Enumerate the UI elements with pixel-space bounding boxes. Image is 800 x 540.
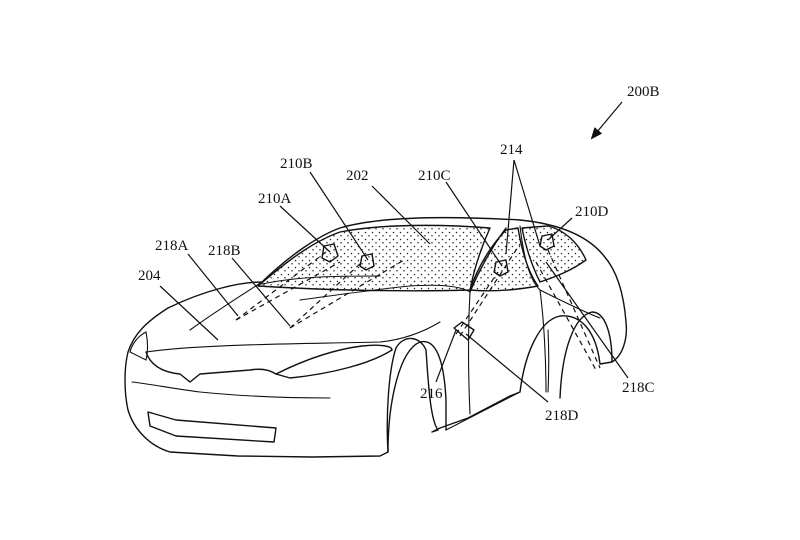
label-216: 216 bbox=[420, 386, 443, 402]
fov-218a-line-1 bbox=[235, 251, 327, 321]
sensor-210a-icon bbox=[321, 243, 339, 263]
leader-218c bbox=[545, 261, 629, 379]
front-door-line bbox=[467, 291, 471, 415]
leader-216 bbox=[435, 329, 457, 383]
leader-202 bbox=[371, 185, 431, 245]
label-218a: 218A bbox=[155, 238, 189, 254]
sensor-210c-icon bbox=[493, 259, 509, 277]
front-wheel-arch bbox=[387, 340, 447, 453]
field-of-view-lines bbox=[235, 243, 601, 371]
fov-218c-line-2 bbox=[535, 261, 597, 371]
left-headlight bbox=[129, 331, 149, 361]
door-line-2 bbox=[547, 329, 550, 393]
leader-210c bbox=[445, 181, 503, 267]
label-200b: 200B bbox=[627, 84, 660, 100]
label-218d: 218D bbox=[545, 408, 579, 424]
fov-218d-line-1 bbox=[455, 271, 499, 335]
rear-body-line bbox=[539, 289, 601, 319]
front-nose bbox=[145, 351, 277, 383]
leader-204 bbox=[159, 285, 219, 341]
label-218c: 218C bbox=[622, 380, 655, 396]
fov-218d-line-2 bbox=[459, 243, 521, 337]
label-218b: 218B bbox=[208, 243, 241, 259]
leader-214-a bbox=[505, 159, 515, 255]
rocker bbox=[445, 391, 521, 431]
car-silhouette bbox=[124, 216, 628, 458]
label-210c: 210C bbox=[418, 168, 451, 184]
label-214: 214 bbox=[500, 142, 523, 158]
sensor-210d-icon bbox=[539, 233, 555, 251]
side-mirror bbox=[453, 321, 475, 341]
label-210a: 210A bbox=[258, 191, 292, 207]
windshield-wiper-line bbox=[261, 275, 381, 285]
front-fascia bbox=[131, 381, 331, 399]
leader-210a bbox=[279, 205, 331, 253]
leader-218a bbox=[187, 253, 239, 317]
lower-grille bbox=[147, 411, 277, 443]
leader-218d bbox=[465, 333, 549, 403]
rear-wheel-arch bbox=[559, 311, 613, 399]
label-210d: 210D bbox=[575, 204, 609, 220]
reference-labels: 200B 202 204 210A 210B 210C 210D 214 216… bbox=[138, 84, 660, 424]
leader-214-b bbox=[513, 159, 541, 247]
label-204: 204 bbox=[138, 268, 161, 284]
fov-218c-line-1 bbox=[547, 249, 601, 369]
windshield bbox=[257, 224, 491, 292]
fov-218b-line-2 bbox=[289, 259, 405, 329]
fov-218b-line-1 bbox=[289, 261, 363, 329]
label-202: 202 bbox=[346, 168, 369, 184]
leader-lines bbox=[159, 159, 629, 403]
leader-218b bbox=[231, 257, 291, 327]
fov-218a-line-2 bbox=[235, 261, 341, 321]
leader-210b bbox=[309, 171, 369, 261]
hood-edge bbox=[145, 321, 441, 353]
figure-arrow bbox=[590, 101, 623, 140]
hood-crease bbox=[189, 281, 263, 331]
label-210b: 210B bbox=[280, 156, 313, 172]
front-side-window bbox=[469, 227, 539, 292]
headlight bbox=[275, 344, 393, 379]
leader-210d bbox=[547, 217, 573, 241]
